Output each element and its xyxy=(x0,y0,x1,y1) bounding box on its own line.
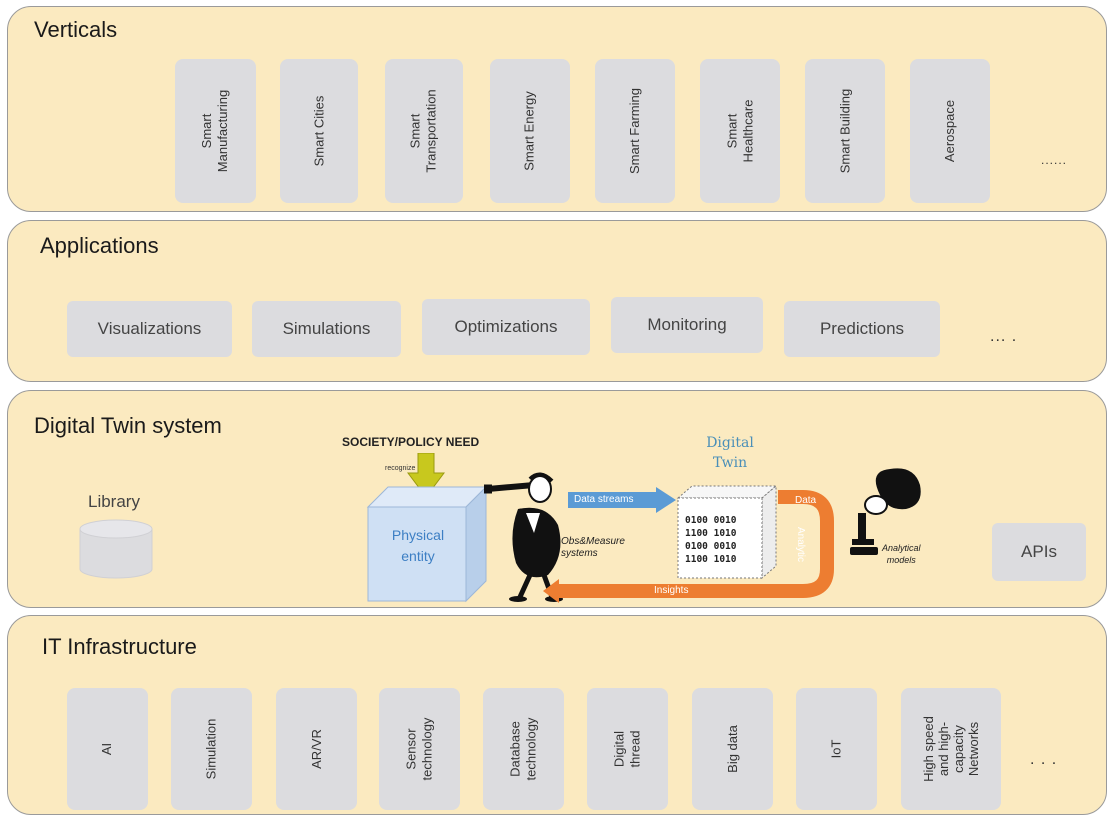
infra-digital-thread[interactable]: Digital thread xyxy=(587,688,668,810)
physical-entity-label: Physical entity xyxy=(391,527,445,564)
vertical-smart-transportation[interactable]: Smart Transportation xyxy=(385,59,463,203)
data-streams-arrow xyxy=(568,487,676,513)
app-visualizations[interactable]: Visualizations xyxy=(67,301,232,357)
analyst-microscope-icon xyxy=(850,468,921,555)
app-monitoring[interactable]: Monitoring xyxy=(611,297,763,353)
infra-database-technology[interactable]: Database technology xyxy=(483,688,564,810)
verticals-layer: Verticals Smart Manufacturing Smart Citi… xyxy=(7,6,1107,212)
infra-simulation[interactable]: Simulation xyxy=(171,688,252,810)
digital-twin-layer: Digital Twin system Library SOCIETY/POLI… xyxy=(7,390,1107,608)
recognize-arrow-icon xyxy=(407,453,445,498)
insights-label: Insights xyxy=(654,585,689,596)
society-need-label: SOCIETY/POLICY NEED xyxy=(342,435,480,449)
digital-twin-cube[interactable] xyxy=(676,484,778,580)
applications-title: Applications xyxy=(40,233,159,258)
binary-line-1: 0100 0010 xyxy=(685,515,737,526)
digital-twin-title: Digital Twin system xyxy=(34,413,222,438)
infra-ar-vr[interactable]: AR/VR xyxy=(276,688,357,810)
library-label: Library xyxy=(88,492,140,511)
library-cylinder-icon[interactable] xyxy=(76,519,156,581)
digital-twin-cube-title: Digital Twin xyxy=(706,435,754,471)
data-label: Data xyxy=(795,495,817,506)
infra-high-speed-networks[interactable]: High speed and high- capacity Networks xyxy=(901,688,1001,810)
applications-layer: Applications Visualizations Simulations … xyxy=(7,220,1107,382)
app-predictions[interactable]: Predictions xyxy=(784,301,940,357)
vertical-smart-farming[interactable]: Smart Farming xyxy=(595,59,675,203)
physical-entity-cube[interactable] xyxy=(366,485,488,603)
analytic-loop-arrow xyxy=(543,490,834,603)
infra-sensor-technology[interactable]: Sensor technology xyxy=(379,688,460,810)
vertical-smart-building[interactable]: Smart Building xyxy=(805,59,885,203)
obs-measure-label: Obs&Measure systems xyxy=(561,536,625,559)
analytical-models-label: Analytical models xyxy=(882,543,921,565)
app-optimizations[interactable]: Optimizations xyxy=(422,299,590,355)
vertical-aerospace[interactable]: Aerospace xyxy=(910,59,990,203)
vertical-smart-energy[interactable]: Smart Energy xyxy=(490,59,570,203)
apis-box[interactable]: APIs xyxy=(992,523,1086,581)
binary-line-4: 1100 1010 xyxy=(685,554,737,565)
infra-iot[interactable]: IoT xyxy=(796,688,877,810)
recognize-label: recognize xyxy=(385,465,416,472)
applications-more: ... . xyxy=(990,328,1018,345)
infra-ai[interactable]: AI xyxy=(67,688,148,810)
analytic-label: Analytic xyxy=(795,527,806,563)
vertical-smart-cities[interactable]: Smart Cities xyxy=(280,59,358,203)
binary-line-2: 1100 1010 xyxy=(685,528,737,539)
verticals-title: Verticals xyxy=(34,17,118,42)
vertical-smart-healthcare[interactable]: Smart Healthcare xyxy=(700,59,780,203)
infra-big-data[interactable]: Big data xyxy=(692,688,773,810)
vertical-smart-manufacturing[interactable]: Smart Manufacturing xyxy=(175,59,256,203)
binary-line-3: 0100 0010 xyxy=(685,541,737,552)
data-streams-label: Data streams xyxy=(574,494,634,505)
app-simulations[interactable]: Simulations xyxy=(252,301,401,357)
verticals-more: ...... xyxy=(1041,153,1068,167)
it-infrastructure-layer: IT Infrastructure AI Simulation AR/VR Se… xyxy=(7,615,1107,815)
it-infrastructure-more: . . . xyxy=(1030,751,1058,768)
it-infrastructure-title: IT Infrastructure xyxy=(42,634,197,659)
